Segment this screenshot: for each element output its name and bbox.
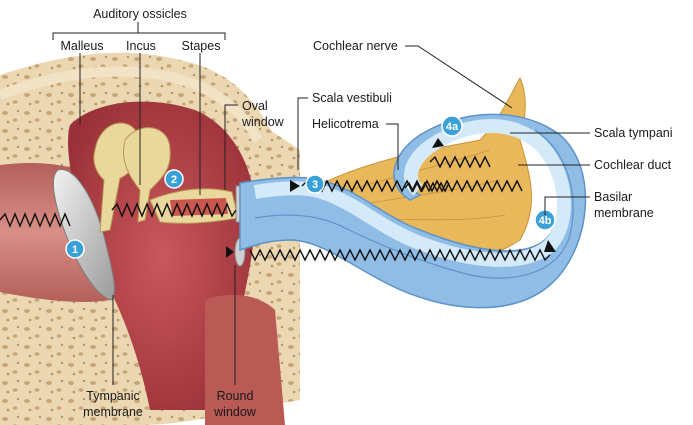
label-stapes: Stapes <box>182 39 221 53</box>
label-basilar-membrane-1: Basilar <box>594 190 632 204</box>
label-incus: Incus <box>126 39 156 53</box>
label-oval-window-2: window <box>241 115 285 129</box>
step-badge-4a: 4a <box>441 115 463 137</box>
temporal-bone-cortex <box>0 66 263 143</box>
incus-shape <box>123 127 171 223</box>
label-scala-vestibuli: Scala vestibuli <box>312 91 392 105</box>
leader-lines <box>52 22 590 385</box>
step-3-text: 3 <box>312 179 318 191</box>
step-1-text: 1 <box>72 244 78 256</box>
label-tympanic-membrane-1: Tympanic <box>86 389 140 403</box>
label-malleus: Malleus <box>60 39 103 53</box>
arrow-apex <box>432 138 444 148</box>
step-badge-4b: 4b <box>534 209 556 231</box>
eustachian-region <box>205 294 285 425</box>
wave-scala-tympani <box>249 248 551 262</box>
step-badge-2: 2 <box>164 169 184 189</box>
label-basilar-membrane-2: membrane <box>594 206 654 220</box>
label-scala-tympani: Scala tympani <box>594 126 673 140</box>
label-helicotrema: Helicotrema <box>312 117 379 131</box>
tympanic-membrane-shape <box>52 169 115 301</box>
label-cochlear-nerve: Cochlear nerve <box>313 39 398 53</box>
step-badge-3: 3 <box>305 174 325 194</box>
wave-arrows <box>226 138 556 258</box>
wave-scala-vestibuli <box>301 179 523 193</box>
step-badge-1: 1 <box>65 239 85 259</box>
label-oval-window-1: Oval <box>242 99 268 113</box>
label-auditory-ossicles: Auditory ossicles <box>93 7 187 21</box>
step-4a-text: 4a <box>446 121 459 133</box>
label-round-window-2: window <box>213 405 257 419</box>
step-4b-text: 4b <box>539 215 552 227</box>
arrow-4b <box>544 240 556 252</box>
label-round-window-1: Round <box>217 389 254 403</box>
wave-apex <box>429 155 491 169</box>
step-2-text: 2 <box>171 174 177 186</box>
wave-helicotrema <box>404 181 450 193</box>
label-cochlear-duct: Cochlear duct <box>594 158 672 172</box>
wave-outer-canal <box>0 212 71 228</box>
cochlear-duct-line <box>254 129 574 279</box>
arrow-round-window <box>226 246 234 258</box>
label-tympanic-membrane-2: membrane <box>83 405 143 419</box>
wave-middle-ear <box>111 202 237 218</box>
arrow-vestibuli <box>290 180 300 192</box>
